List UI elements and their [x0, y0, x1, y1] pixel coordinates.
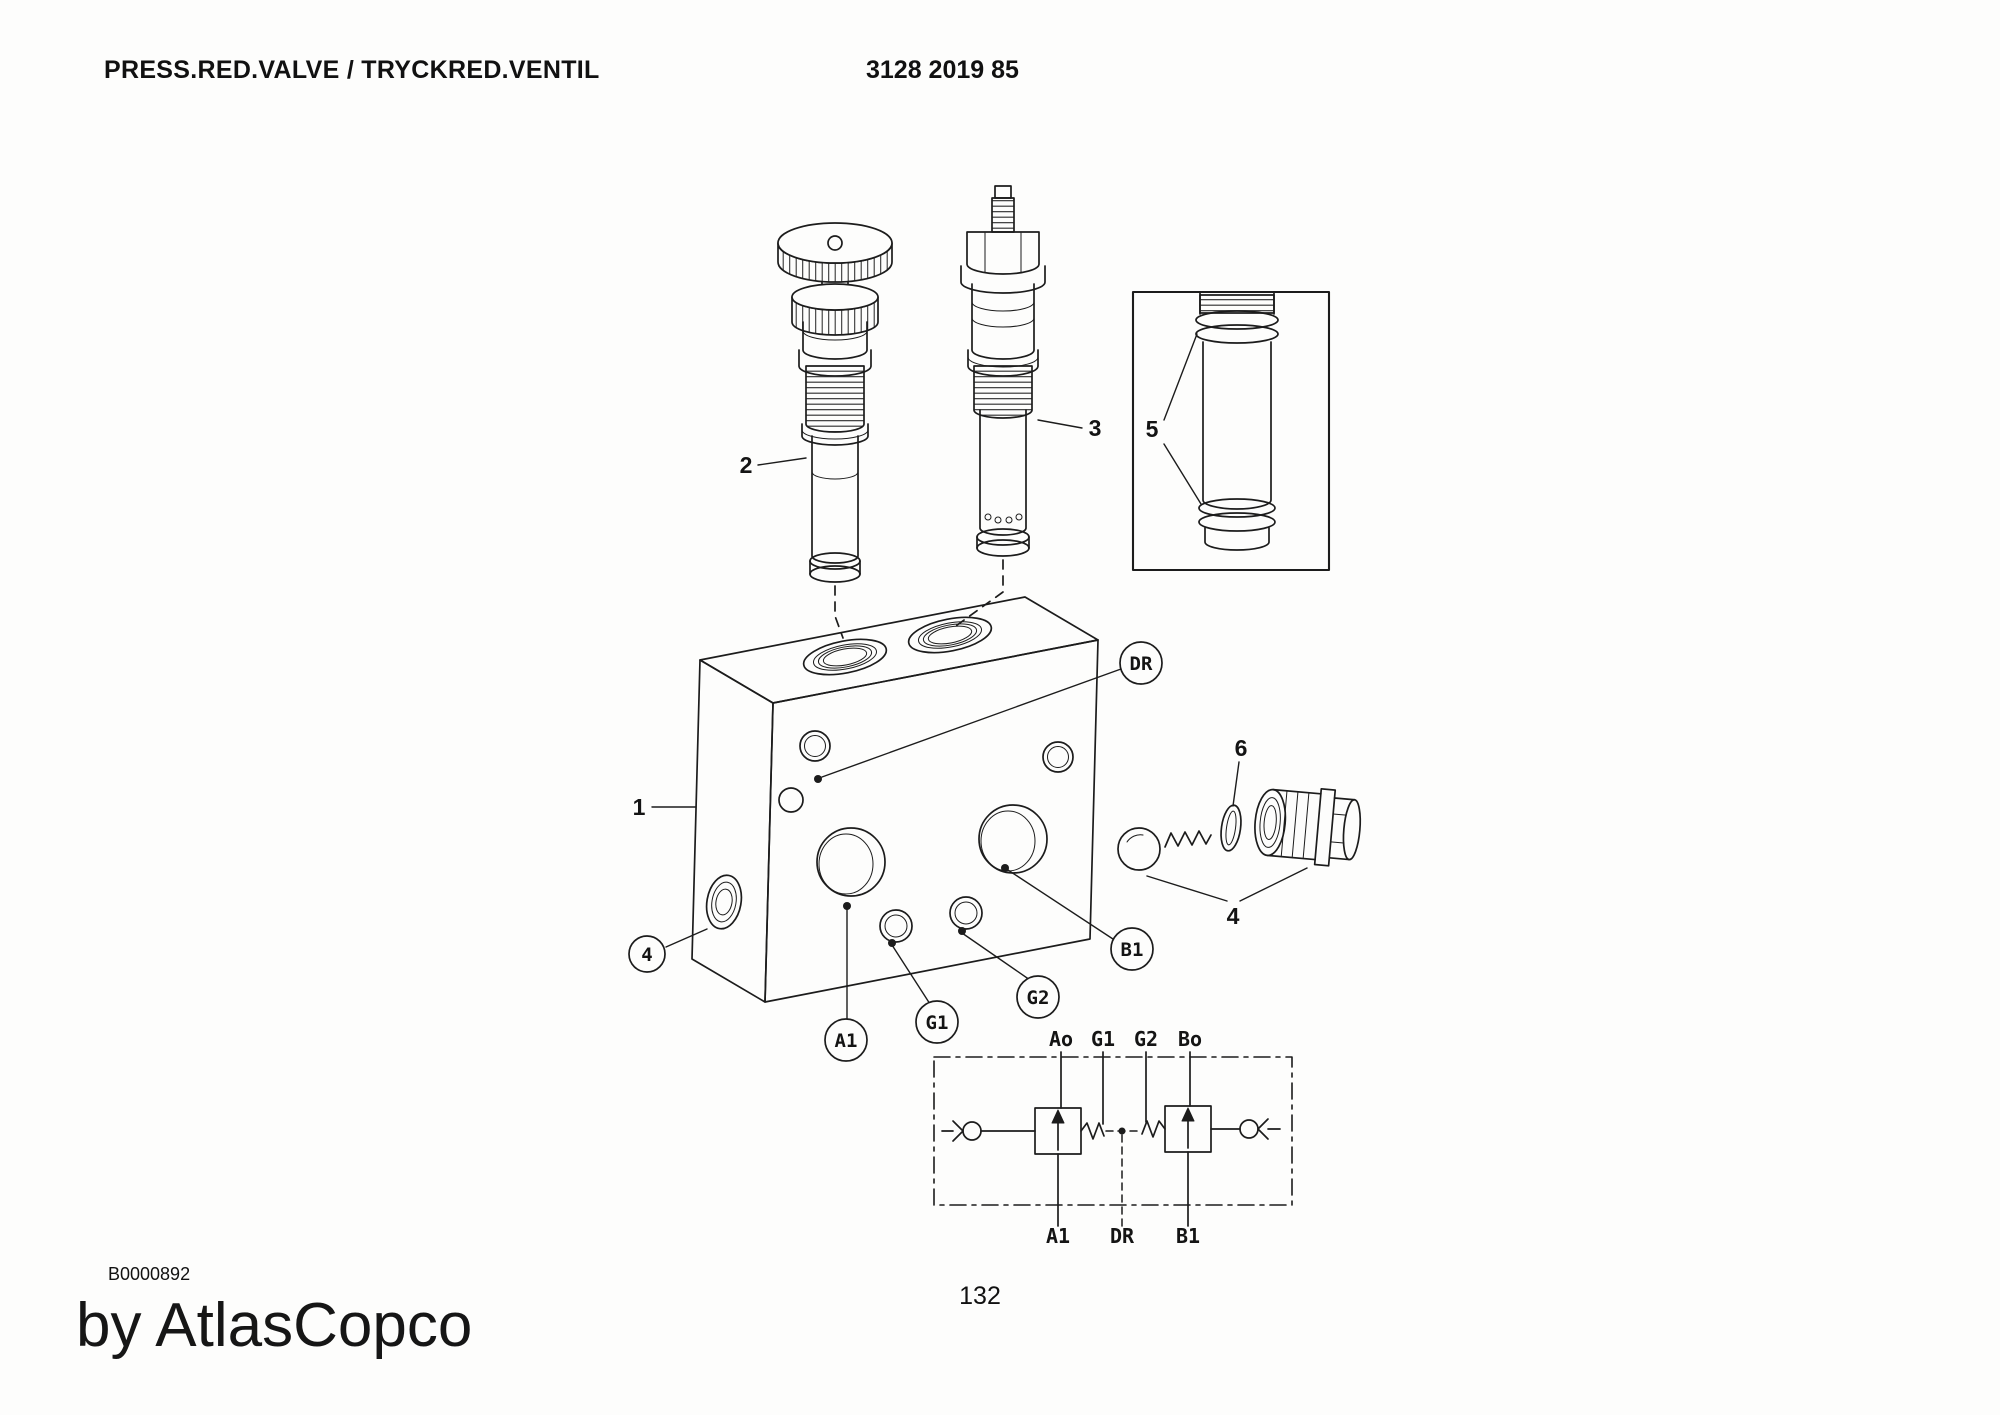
knob-center	[827, 235, 843, 251]
schematic-label-g2: G2	[1134, 1027, 1158, 1051]
schematic-label-g1: G1	[1091, 1027, 1115, 1051]
detail-inset	[1131, 290, 1331, 572]
block-top-face	[699, 596, 1099, 704]
o-ring-6	[1220, 804, 1242, 852]
svg-text:G1: G1	[926, 1012, 949, 1034]
callout-1: 1	[633, 794, 646, 820]
block-left-face	[691, 659, 774, 1003]
plug	[1254, 787, 1362, 867]
figure-code: B0000892	[108, 1264, 191, 1284]
top-port-left	[802, 638, 888, 676]
small-hole-2	[778, 787, 804, 813]
check-valve-right	[1210, 1118, 1281, 1140]
callout-a1: A1	[824, 1018, 868, 1062]
svg-text:G2: G2	[1027, 987, 1050, 1009]
callout-4-side: 4	[628, 935, 666, 973]
callout-b1: B1	[1110, 927, 1154, 971]
schematic-label-b1: B1	[1176, 1224, 1200, 1248]
reducing-valve-symbol-right	[1141, 1105, 1212, 1153]
callout-g1: G1	[915, 1000, 959, 1044]
spring	[1164, 830, 1212, 848]
check-valve-left	[941, 1120, 1036, 1142]
callout-6: 6	[1235, 735, 1248, 761]
callouts: 2 3 1 5 6 4 DR B1	[628, 333, 1248, 1062]
callout-g2: G2	[1016, 975, 1060, 1019]
svg-text:4: 4	[641, 944, 652, 966]
block-front-face	[764, 639, 1099, 1003]
ball	[1117, 827, 1161, 871]
port-g2-bore	[949, 896, 983, 930]
schematic-label-dr: DR	[1110, 1224, 1135, 1248]
reducing-valve-symbol-left	[1034, 1107, 1105, 1155]
small-hole-3	[1042, 741, 1074, 773]
hydraulic-schematic: Ao G1 G2 Bo A1 DR B1	[933, 1027, 1293, 1248]
port-b1-bore	[978, 804, 1048, 874]
callout-2: 2	[740, 452, 753, 478]
schematic-label-a1: A1	[1046, 1224, 1070, 1248]
o-ring-lower	[1198, 498, 1276, 518]
side-port	[705, 874, 743, 930]
schematic-label-bo: Bo	[1178, 1027, 1202, 1051]
callout-dr: DR	[1119, 641, 1163, 685]
plug-assembly-4	[1117, 787, 1362, 902]
valve-cartridge-2	[777, 222, 893, 639]
dr-point	[814, 775, 822, 783]
valve-cartridge-3	[952, 185, 1046, 629]
schematic-label-ao: Ao	[1049, 1027, 1073, 1051]
valve-block	[691, 596, 1099, 1003]
svg-text:B1: B1	[1121, 939, 1144, 961]
page-number: 132	[959, 1282, 1001, 1310]
svg-text:DR: DR	[1130, 653, 1153, 675]
callout-5: 5	[1146, 416, 1159, 442]
brand-watermark: by AtlasCopco	[76, 1291, 473, 1360]
o-ring-upper	[1195, 310, 1279, 330]
top-port-right	[907, 616, 993, 654]
page-title: PRESS.RED.VALVE / TRYCKRED.VENTIL	[104, 56, 600, 84]
svg-text:A1: A1	[835, 1030, 858, 1052]
port-g1-bore	[879, 909, 913, 943]
document-number: 3128 2019 85	[866, 56, 1019, 84]
small-hole-1	[799, 730, 831, 762]
callout-3: 3	[1089, 415, 1102, 441]
callout-4-kit: 4	[1227, 903, 1240, 929]
port-a1-bore	[816, 827, 886, 897]
